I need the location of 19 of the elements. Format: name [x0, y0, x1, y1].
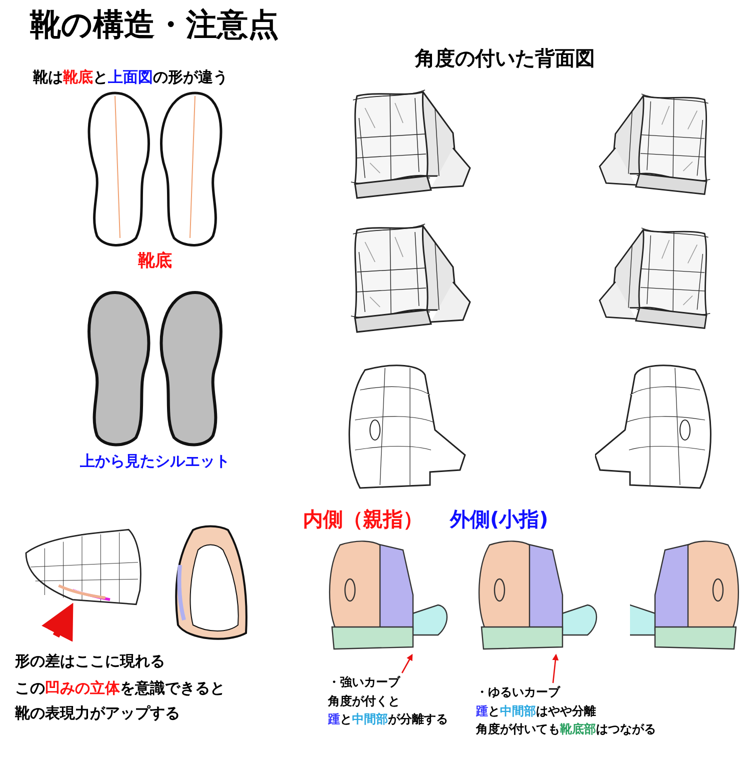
text-label: 靴は靴底と上面図の形が違う: [33, 68, 228, 87]
note-text: 角度が付くと: [328, 692, 400, 710]
pointer-arrow: [42, 602, 74, 642]
text-label: 角度の付いた背面図: [415, 45, 595, 72]
leader-arrow: [552, 654, 559, 684]
node-label: 上から見たシルエット: [80, 451, 230, 472]
node-label: 靴底: [138, 250, 172, 273]
text-label: 外側(小指): [450, 506, 548, 533]
leader-arrow: [401, 654, 413, 674]
note-text: 踵と中間部はやや分離: [476, 702, 596, 720]
text-label: 内側（親指）: [303, 506, 423, 533]
text-label: 靴の表現力がアップする: [15, 704, 180, 723]
text-label: この凹みの立体を意識できると: [15, 679, 225, 698]
note-text: ・ゆるいカーブ: [476, 684, 560, 701]
text-label: 形の差はここに現れる: [15, 652, 165, 671]
note-text: 踵と中間部が分離する: [328, 711, 448, 728]
note-text: ・強いカーブ: [328, 674, 400, 691]
title: 靴の構造・注意点: [30, 6, 279, 45]
note-text: 角度が付いても靴底部はつながる: [476, 721, 656, 738]
